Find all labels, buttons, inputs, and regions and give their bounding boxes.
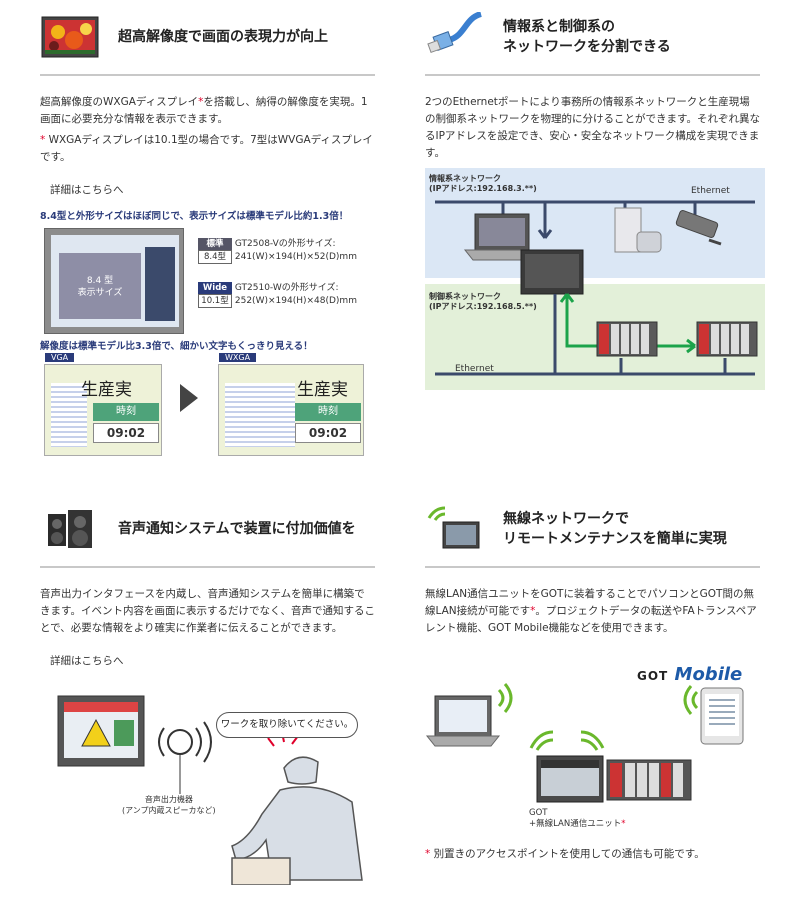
plc-icon bbox=[606, 759, 692, 801]
server-icon bbox=[614, 207, 662, 253]
section-header: 無線ネットワークでリモートメンテナンスを簡単に実現 bbox=[425, 500, 760, 558]
plc-icon bbox=[596, 321, 658, 357]
section-title: 無線ネットワークでリモートメンテナンスを簡単に実現 bbox=[503, 511, 727, 547]
access-point-note: * 別置きのアクセスポイントを使用しての通信も可能です。 bbox=[425, 848, 705, 860]
wireless-signal-icon bbox=[497, 683, 699, 751]
voice-notification-figure: ワークを取り除いてください。 音声出力機器(アンプ内蔵スピーカなど) bbox=[40, 690, 375, 885]
divider bbox=[425, 566, 760, 568]
network-diagram: 情報系ネットワーク(IPアドレス:192.168.3.**) 制御系ネットワーク… bbox=[425, 168, 765, 390]
description: 2つのEthernetポートにより事務所の情報系ネットワークと生産現場の制御系ネ… bbox=[425, 96, 760, 159]
vga-sample: VGA 生産実 時刻 09:02 bbox=[44, 353, 162, 456]
details-link[interactable]: 詳細はこちらへ bbox=[50, 655, 124, 667]
got-panel-icon bbox=[520, 249, 584, 295]
wireless-network-figure: GOT Mobile bbox=[425, 660, 765, 840]
size-caption: 8.4型と外形サイズはほぼ同じで、表示サイズは標準モデル比約1.3倍！ bbox=[40, 211, 349, 222]
section-header: 音声通知システムで装置に付加価値を bbox=[40, 500, 375, 558]
description: 超高解像度のWXGAディスプレイ*を搭載し、納得の解像度を実現。1画面に必要充分… bbox=[40, 96, 368, 125]
section-title: 情報系と制御系のネットワークを分割できる bbox=[503, 19, 671, 55]
divider bbox=[40, 74, 375, 76]
section-network-split: 情報系と制御系のネットワークを分割できる 2つのEthernetポートにより事務… bbox=[425, 8, 760, 166]
info-network-label: 情報系ネットワーク(IPアドレス:192.168.3.**) bbox=[429, 174, 537, 193]
wide-spec: Wide GT2510-Wの外形サイズ: 10.1型 252(W)×194(H)… bbox=[198, 282, 357, 308]
section-title: 音声通知システムで装置に付加価値を bbox=[118, 521, 356, 537]
sound-wave-icon bbox=[158, 721, 212, 763]
section-high-resolution: 超高解像度で画面の表現力が向上 超高解像度のWXGAディスプレイ*を搭載し、納得… bbox=[40, 8, 375, 197]
divider bbox=[425, 74, 760, 76]
wireless-panel-icon bbox=[425, 504, 485, 554]
camera-icon bbox=[675, 209, 722, 246]
plc-icon bbox=[696, 321, 758, 357]
section-wireless-network: 無線ネットワークでリモートメンテナンスを簡単に実現 無線LAN通信ユニットをGO… bbox=[425, 500, 760, 641]
got-panel-icon bbox=[536, 755, 604, 803]
got-panel-icon bbox=[57, 695, 145, 767]
description: 無線LAN通信ユニットをGOTに装着することでパソコンとGOT間の無線LAN接続… bbox=[425, 588, 757, 634]
speaker-icon bbox=[40, 504, 100, 554]
display-size-label: 8.4 型 表示サイズ bbox=[59, 253, 141, 319]
section-header: 情報系と制御系のネットワークを分割できる bbox=[425, 8, 760, 66]
display-thumbnail-icon bbox=[40, 12, 100, 62]
standard-spec: 標準 GT2508-Vの外形サイズ: 8.4型 241(W)×194(H)×52… bbox=[198, 238, 357, 264]
got-device-front: 8.4 型 表示サイズ bbox=[44, 228, 184, 334]
section-voice-notification: 音声通知システムで装置に付加価値を 音声出力インタフェースを内蔵し、音声通知シス… bbox=[40, 500, 375, 668]
wxga-sample: WXGA 生産実 時刻 09:02 bbox=[218, 353, 364, 456]
tablet-icon bbox=[700, 687, 744, 745]
laptop-icon bbox=[425, 695, 501, 747]
ethernet-cable-icon bbox=[425, 11, 485, 62]
control-network-label: 制御系ネットワーク(IPアドレス:192.168.5.**) bbox=[429, 292, 537, 311]
arrow-right-icon bbox=[180, 384, 198, 412]
got-caption: GOT +無線LAN通信ユニット* bbox=[529, 808, 626, 829]
footnote: * WXGAディスプレイは10.1型の場合です。7型はWVGAディスプレイです。 bbox=[40, 134, 373, 163]
ethernet-label-top: Ethernet bbox=[691, 186, 730, 196]
section-title: 超高解像度で画面の表現力が向上 bbox=[118, 29, 328, 45]
resolution-caption: 解像度は標準モデル比3.3倍で、細かい文字もくっきり見える！ bbox=[40, 341, 313, 352]
speaker-device-label: 音声出力機器(アンプ内蔵スピーカなど) bbox=[122, 795, 216, 815]
worker-figure bbox=[231, 756, 363, 885]
details-link[interactable]: 詳細はこちらへ bbox=[50, 184, 124, 196]
description: 音声出力インタフェースを内蔵し、音声通知システムを簡単に構築できます。イベント内… bbox=[40, 588, 375, 634]
speech-bubble: ワークを取り除いてください。 bbox=[216, 712, 358, 738]
divider bbox=[40, 566, 375, 568]
resolution-comparison-figure: 8.4型と外形サイズはほぼ同じで、表示サイズは標準モデル比約1.3倍！ 8.4 … bbox=[40, 208, 375, 458]
ethernet-label-bottom: Ethernet bbox=[455, 364, 494, 374]
section-header: 超高解像度で画面の表現力が向上 bbox=[40, 8, 375, 66]
got-mobile-logo: GOT Mobile bbox=[637, 664, 743, 685]
